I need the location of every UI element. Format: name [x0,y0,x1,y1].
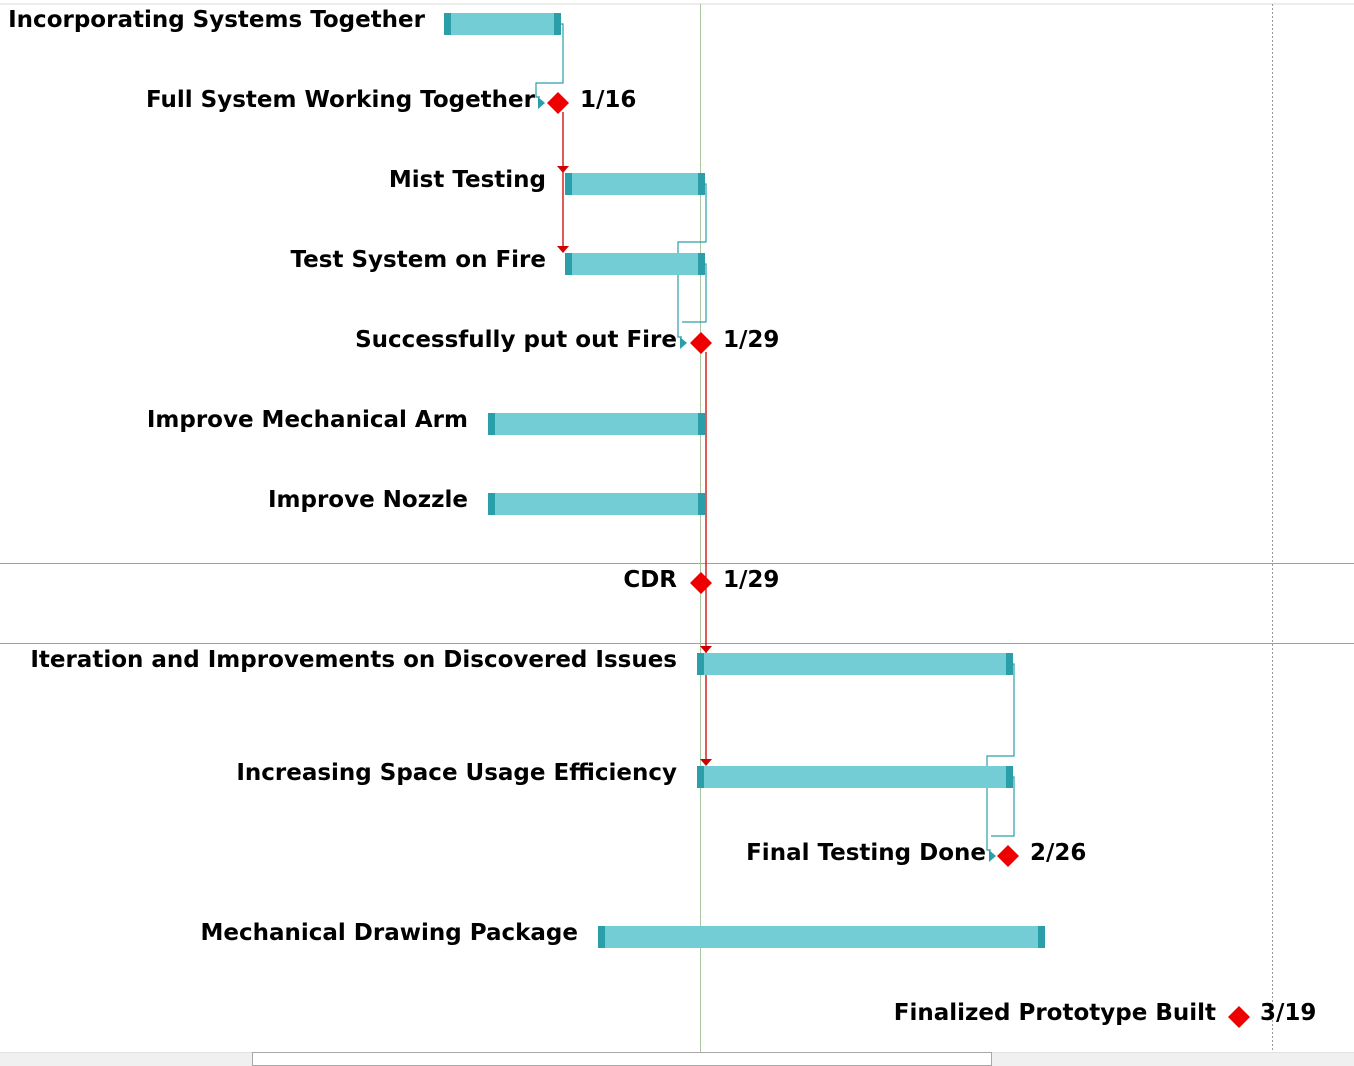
link-incorporating-to-full [535,23,564,98]
task-bar[interactable] [565,173,705,195]
critical-link-arrowhead [700,646,712,653]
scrollbar-thumb[interactable] [252,1052,992,1066]
task-bar-start [488,493,495,515]
task-bar[interactable] [697,653,1013,675]
milestone-diamond[interactable] [997,845,1019,867]
link-arrowhead [680,337,687,349]
milestone-name: Finalized Prototype Built [894,1000,1216,1026]
task-bar-end [1038,926,1045,948]
milestone-row[interactable]: Full System Working Together 1/16 [146,87,636,114]
link-iteration-to-final [986,663,1015,851]
task-bar-end [698,413,705,435]
milestone-row[interactable]: CDR 1/29 [623,567,779,594]
task-row[interactable]: Test System on Fire [291,247,705,275]
task-bar-start [598,926,605,948]
milestone-diamond[interactable] [547,92,569,114]
milestone-diamond[interactable] [690,572,712,594]
task-row[interactable]: Increasing Space Usage Efficiency [236,760,1013,788]
milestone-date: 2/26 [1030,840,1086,866]
task-bar-start [697,766,704,788]
task-row[interactable]: Mechanical Drawing Package [200,920,1045,948]
task-name: Mist Testing [389,167,546,193]
milestone-date: 1/16 [580,87,636,113]
task-name: Iteration and Improvements on Discovered… [30,647,677,673]
critical-link-arrowhead [700,759,712,766]
task-bar-end [698,253,705,275]
task-bar-end [698,493,705,515]
task-name: Incorporating Systems Together [8,7,426,33]
task-bar-end [554,13,561,35]
task-bar-end [1006,653,1013,675]
task-row[interactable]: Iteration and Improvements on Discovered… [30,647,1013,675]
task-name: Improve Mechanical Arm [147,407,468,433]
task-bar-start [488,413,495,435]
task-name: Mechanical Drawing Package [200,920,578,946]
milestone-name: CDR [623,567,677,593]
task-bar-start [444,13,451,35]
critical-link-arrowhead [557,166,569,173]
task-bar-start [565,173,572,195]
task-bar[interactable] [444,13,561,35]
task-bar-end [698,173,705,195]
link-arrowhead [538,97,545,109]
task-bar-start [697,653,704,675]
milestone-name: Full System Working Together [146,87,536,113]
milestone-date: 1/29 [723,567,779,593]
task-bar-start [565,253,572,275]
milestone-row[interactable]: Successfully put out Fire 1/29 [355,327,779,354]
milestone-row[interactable]: Final Testing Done 2/26 [746,840,1086,867]
critical-link-arrowhead [557,246,569,253]
task-row[interactable]: Incorporating Systems Together [8,7,561,35]
task-bar[interactable] [697,766,1013,788]
task-name: Improve Nozzle [268,487,468,513]
task-row[interactable]: Improve Mechanical Arm [147,407,705,435]
milestone-date: 3/19 [1260,1000,1316,1026]
task-bar[interactable] [598,926,1045,948]
task-row[interactable]: Improve Nozzle [268,487,705,515]
milestone-row[interactable]: Finalized Prototype Built 3/19 [894,1000,1317,1028]
milestone-name: Successfully put out Fire [355,327,677,353]
task-bar[interactable] [488,493,705,515]
task-bar[interactable] [565,253,705,275]
task-bar-end [1006,766,1013,788]
milestone-diamond[interactable] [1228,1006,1250,1028]
milestone-diamond[interactable] [690,332,712,354]
task-bar[interactable] [488,413,705,435]
link-arrowhead [989,850,996,862]
milestone-date: 1/29 [723,327,779,353]
milestone-name: Final Testing Done [746,840,986,866]
task-row[interactable]: Mist Testing [389,167,705,195]
task-name: Increasing Space Usage Efficiency [236,760,677,786]
task-name: Test System on Fire [291,247,546,273]
